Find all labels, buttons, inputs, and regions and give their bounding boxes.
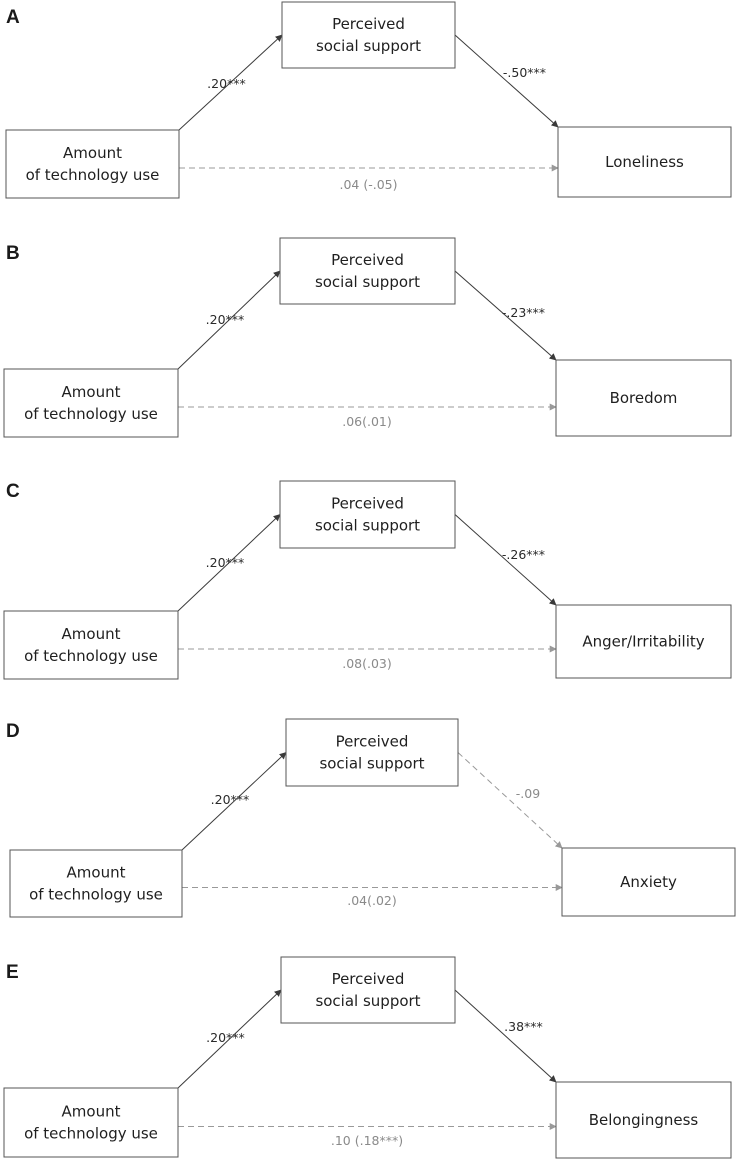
- predictor-box-frame: [3, 368, 179, 438]
- mediator-box-label-line-1: Perceived: [336, 733, 409, 751]
- predictor-box-frame: [3, 1087, 179, 1158]
- mediator-box-frame: [281, 1, 456, 69]
- outcome-box: Anxiety: [561, 847, 736, 917]
- mediator-box-label-line-2: social support: [315, 992, 420, 1010]
- predictor-box-frame: [3, 610, 179, 680]
- outcome-box-frame: [555, 604, 732, 679]
- mediator-box: Perceived social support: [279, 480, 456, 549]
- outcome-box-frame: [555, 1081, 732, 1159]
- path-b-arrow: [457, 752, 563, 849]
- predictor-box-frame: [9, 849, 183, 918]
- mediator-box: Perceived social support: [279, 237, 456, 305]
- predictor-box-label-line-1: Amount: [62, 625, 121, 643]
- panel-letter: A: [6, 7, 20, 28]
- predictor-box: Amount of technology use: [5, 129, 180, 199]
- mediator-box-label-line-2: social support: [315, 517, 420, 535]
- path-c-coefficient: .04 (-.05): [340, 177, 398, 192]
- mediator-box-label-line-1: Perceived: [331, 251, 404, 269]
- path-b-coefficient: -.23***: [502, 305, 545, 320]
- predictor-box-label-line-1: Amount: [63, 144, 122, 162]
- mediator-box-label-line-1: Perceived: [332, 15, 405, 33]
- predictor-box: Amount of technology use: [3, 610, 179, 680]
- predictor-box-label-line-2: of technology use: [29, 886, 163, 904]
- path-a-coefficient: .20***: [206, 1030, 245, 1045]
- path-a-coefficient: .20***: [211, 792, 250, 807]
- path-a-arrow: [181, 752, 287, 851]
- mediator-box-label-line-1: Perceived: [331, 495, 404, 513]
- predictor-box-label-line-1: Amount: [62, 383, 121, 401]
- mediator-box-frame: [279, 480, 456, 549]
- predictor-box-label-line-1: Amount: [67, 864, 126, 882]
- path-a-arrow: [178, 34, 283, 131]
- path-b-arrow: [454, 514, 557, 606]
- mediator-box-label-line-2: social support: [316, 37, 421, 55]
- mediator-box-frame: [280, 956, 456, 1024]
- predictor-box-label-line-2: of technology use: [24, 647, 158, 665]
- predictor-box: Amount of technology use: [3, 1087, 179, 1158]
- path-b-arrow: [454, 270, 557, 361]
- mediator-box: Perceived social support: [280, 956, 456, 1024]
- outcome-box-label-line-1: Loneliness: [605, 153, 684, 171]
- path-c-coefficient: .04(.02): [347, 893, 397, 908]
- path-a-coefficient: .20***: [207, 76, 246, 91]
- path-a-coefficient: .20***: [206, 555, 245, 570]
- path-b-arrow: [454, 989, 557, 1083]
- mediator-box-label-line-2: social support: [319, 755, 424, 773]
- path-a-coefficient: .20***: [206, 312, 245, 327]
- path-c-coefficient: .08(.03): [342, 656, 392, 671]
- mediator-box-label-line-1: Perceived: [332, 970, 405, 988]
- mediator-box-frame: [285, 718, 459, 787]
- outcome-box-frame: [557, 126, 732, 198]
- path-b-coefficient: -.09: [516, 786, 540, 801]
- path-a-arrow: [177, 989, 282, 1089]
- mediator-box-label-line-2: social support: [315, 273, 420, 291]
- predictor-box-label-line-2: of technology use: [24, 1125, 158, 1143]
- outcome-box-label-line-1: Boredom: [610, 389, 678, 407]
- predictor-box-label-line-1: Amount: [62, 1103, 121, 1121]
- mediator-box: Perceived social support: [281, 1, 456, 69]
- panel-letter: D: [6, 721, 20, 742]
- path-b-coefficient: .38***: [504, 1019, 543, 1034]
- mediator-box: Perceived social support: [285, 718, 459, 787]
- path-a-arrow: [177, 514, 281, 612]
- path-b-coefficient: -.26***: [502, 547, 545, 562]
- outcome-box-label-line-1: Anger/Irritability: [582, 633, 704, 651]
- predictor-box: Amount of technology use: [9, 849, 183, 918]
- path-b-coefficient: -.50***: [503, 65, 546, 80]
- outcome-box-label-line-1: Belongingness: [589, 1111, 699, 1129]
- outcome-box-frame: [555, 359, 732, 437]
- outcome-box: Boredom: [555, 359, 732, 437]
- predictor-box-label-line-2: of technology use: [26, 166, 160, 184]
- panel-letter: C: [6, 481, 20, 502]
- outcome-box: Anger/Irritability: [555, 604, 732, 679]
- path-a-arrow: [177, 270, 281, 370]
- outcome-box-frame: [561, 847, 736, 917]
- panel-letter: B: [6, 243, 20, 264]
- predictor-box: Amount of technology use: [3, 368, 179, 438]
- predictor-box-frame: [5, 129, 180, 199]
- predictor-box-label-line-2: of technology use: [24, 405, 158, 423]
- outcome-box: Belongingness: [555, 1081, 732, 1159]
- outcome-box-label-line-1: Anxiety: [620, 873, 677, 891]
- path-c-coefficient: .10 (.18***): [331, 1133, 403, 1148]
- path-c-coefficient: .06(.01): [342, 414, 392, 429]
- outcome-box: Loneliness: [557, 126, 732, 198]
- panel-letter: E: [6, 962, 19, 983]
- mediator-box-frame: [279, 237, 456, 305]
- path-b-arrow: [454, 34, 559, 128]
